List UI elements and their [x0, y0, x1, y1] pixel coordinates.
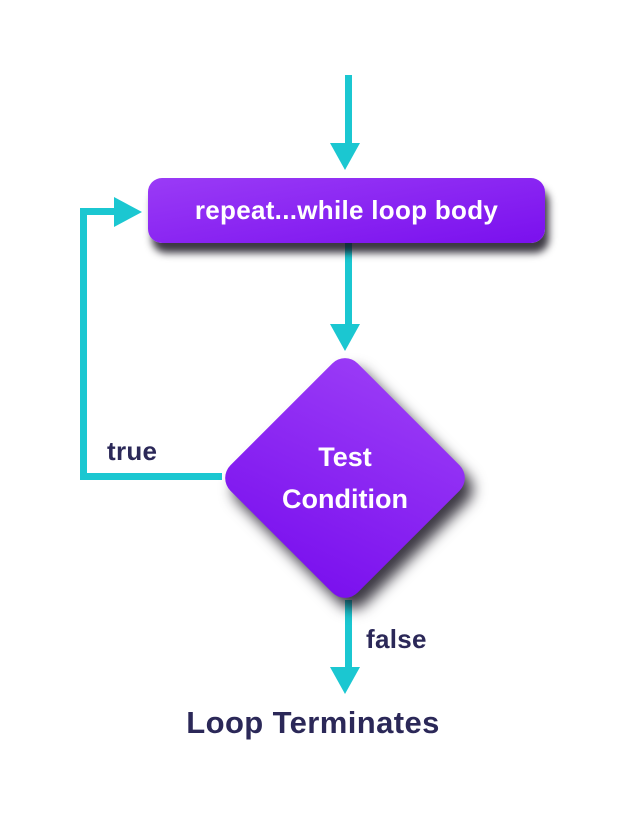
false-edge-line — [345, 600, 352, 668]
test-condition-label-wrap: Test Condition — [255, 388, 435, 568]
test-condition-label: Test Condition — [282, 442, 408, 514]
test-condition-node: Test Condition — [217, 350, 473, 606]
loop-body-node: repeat...while loop body — [148, 178, 545, 243]
true-edge-bottom-line — [83, 473, 222, 480]
true-edge-vertical-line — [80, 208, 87, 480]
entry-edge-line — [345, 75, 352, 145]
true-edge-top-line — [80, 208, 116, 215]
false-edge-label: false — [366, 624, 427, 654]
body-to-condition-arrowhead-icon — [330, 324, 360, 351]
entry-arrowhead-icon — [330, 143, 360, 170]
true-arrowhead-icon — [114, 197, 142, 227]
loop-terminates-text: Loop Terminates — [186, 705, 440, 740]
body-to-condition-edge-line — [345, 243, 352, 325]
true-edge-label: true — [107, 436, 158, 466]
loop-body-label: repeat...while loop body — [194, 195, 499, 225]
false-arrowhead-icon — [330, 667, 360, 694]
